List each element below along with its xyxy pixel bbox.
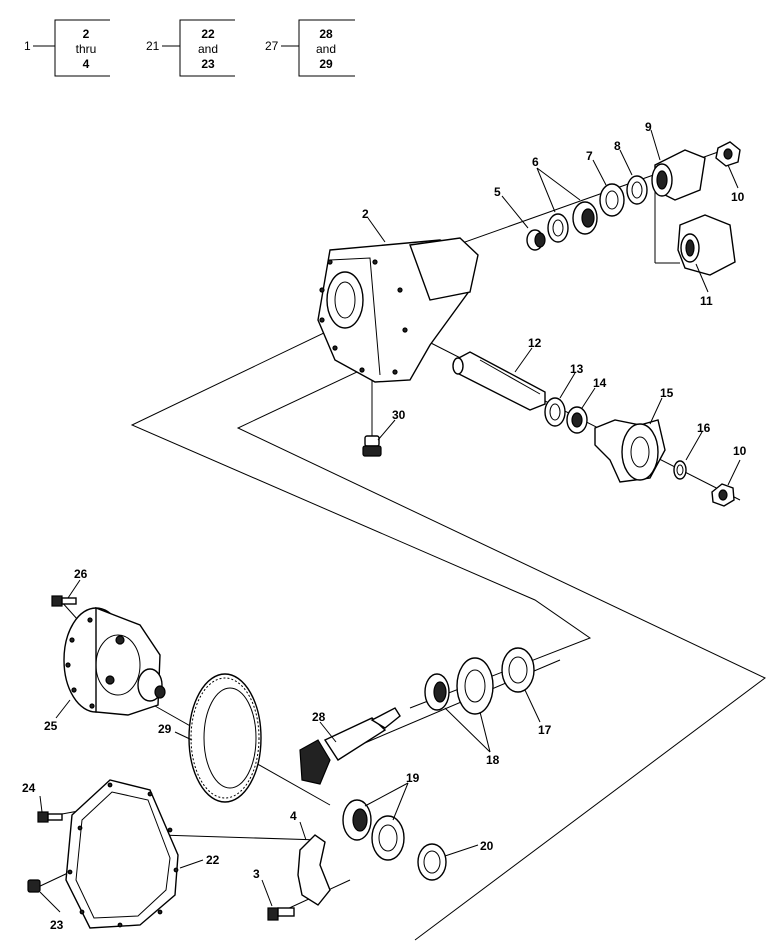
callout-26: 26 [74,567,88,581]
callout-25: 25 [44,719,58,733]
callout-4: 4 [290,809,297,823]
callout-24: 24 [22,781,36,795]
drain-plug [362,435,382,457]
key-block-21: 21 22 and 23 [146,19,235,77]
upper-bearing-stack [526,175,648,251]
callout-12: 12 [528,336,542,350]
key-line: thru [76,42,97,56]
leaders [39,129,741,913]
callout-29: 29 [158,722,172,736]
drive-pinion [299,707,401,785]
key-ref: 1 [24,39,31,53]
callout-9: 9 [645,120,652,134]
ring-gear [188,673,262,803]
key-line: and [198,42,218,56]
key-line: and [316,42,336,56]
callout-10-upper: 10 [731,190,745,204]
key-block-27: 27 28 and 29 [265,19,355,77]
cap-bolt [267,907,295,921]
callout-6: 6 [532,155,539,169]
bearing-cap [297,834,331,906]
housing-cover [65,779,179,929]
case-bolt [51,595,77,607]
callout-20: 20 [480,839,494,853]
callout-15: 15 [660,386,674,400]
key-line: 22 [201,27,215,41]
key-line: 4 [83,57,90,71]
end-yoke [677,214,736,276]
key-ref: 21 [146,39,160,53]
washer [673,460,687,480]
input-shaft [452,351,546,411]
callout-19: 19 [406,771,420,785]
callout-3: 3 [253,867,260,881]
callout-13: 13 [570,362,584,376]
shim-ring [417,843,447,881]
output-flange [594,419,666,483]
nut-upper [715,141,741,167]
fill-plug [27,879,41,893]
callout-7: 7 [586,149,593,163]
key-line: 23 [201,57,215,71]
callout-17: 17 [538,723,552,737]
pinion-bearing-stack [424,647,535,715]
key-line: 29 [319,57,333,71]
callout-10-lower: 10 [733,444,747,458]
differential-housing [317,237,479,383]
shaft-bearings [544,397,588,434]
differential-case [63,606,166,716]
callout-28: 28 [312,710,326,724]
callout-22: 22 [206,853,220,867]
carrier-bearings [342,799,405,861]
key-ref: 27 [265,39,279,53]
callout-2: 2 [362,207,369,221]
cover-bolt [37,811,63,823]
key-block-1: 1 2 thru 4 [24,19,110,77]
callout-14: 14 [593,376,607,390]
callout-5: 5 [494,185,501,199]
companion-flange [651,149,706,201]
nut-lower [711,483,735,507]
callout-labels: 2 3 4 5 6 7 8 9 10 10 11 12 13 14 15 16 … [22,120,747,932]
callout-23: 23 [50,918,64,932]
callout-30: 30 [392,408,406,422]
callout-16: 16 [697,421,711,435]
key-line: 2 [83,27,90,41]
key-line: 28 [319,27,333,41]
callout-11: 11 [700,294,713,308]
callout-8: 8 [614,139,621,153]
callout-18: 18 [486,753,500,767]
